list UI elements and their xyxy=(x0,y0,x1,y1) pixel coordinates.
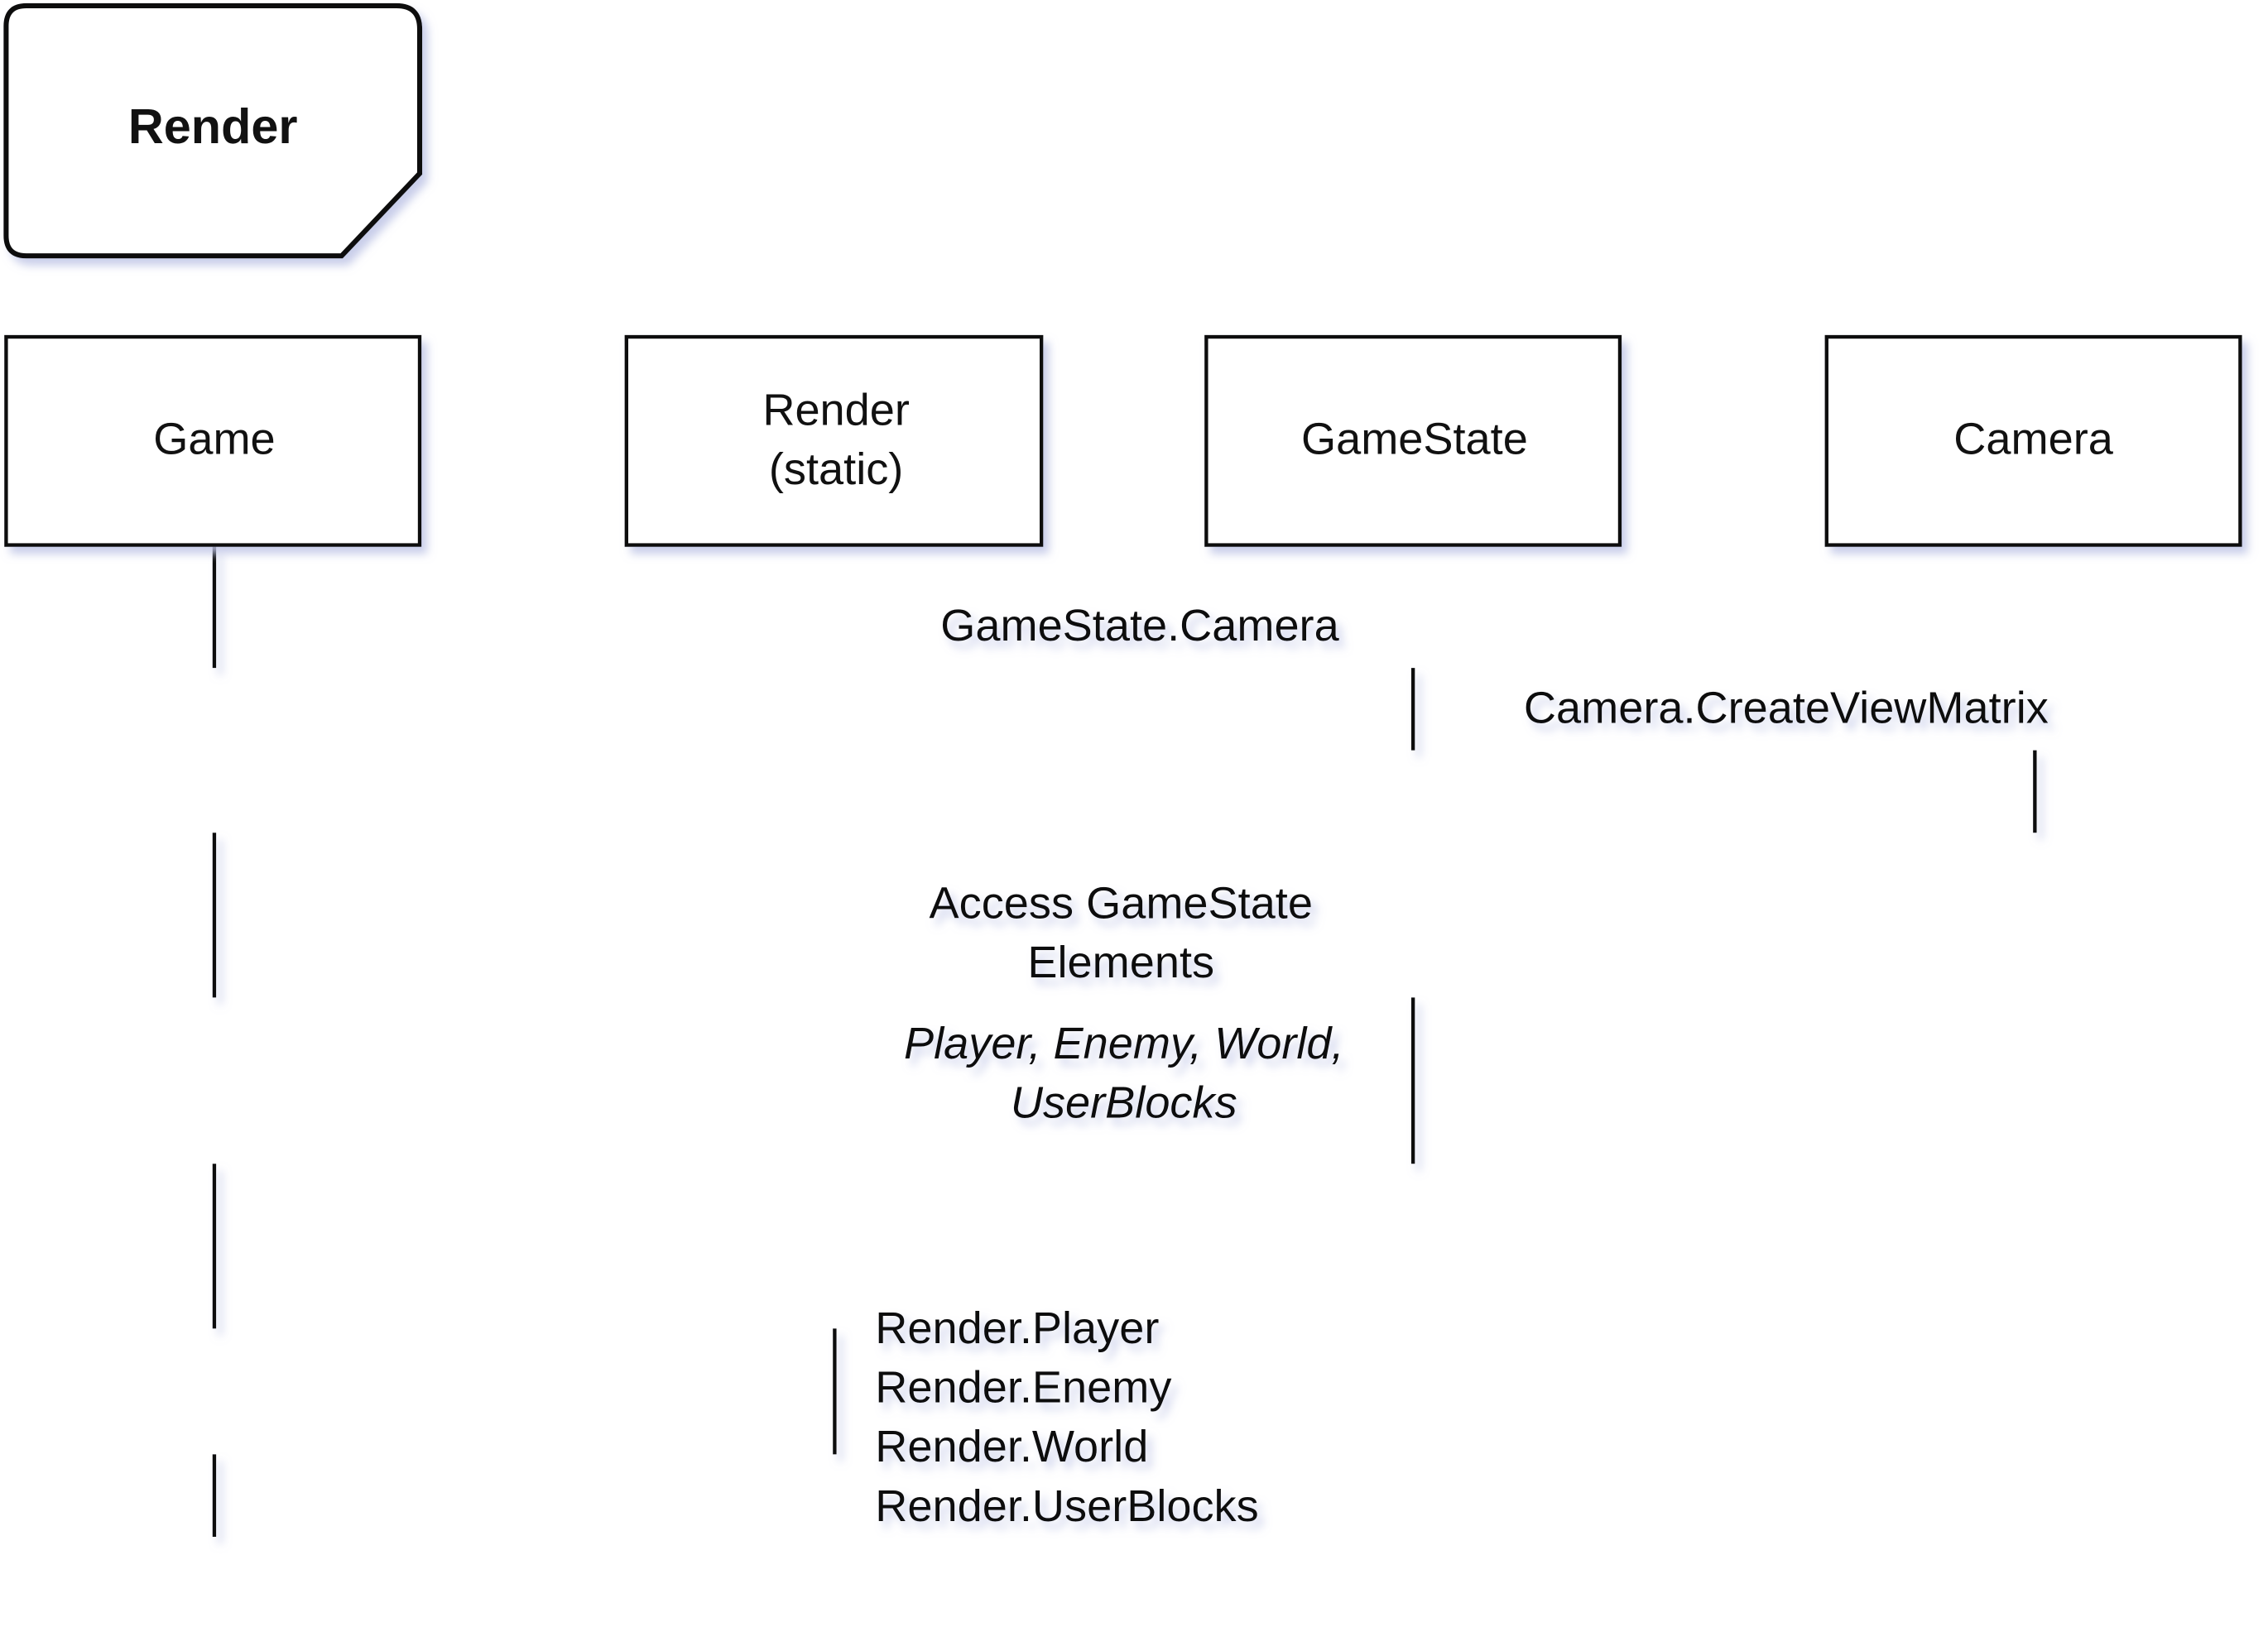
message-create-view-matrix: Camera.CreateViewMatrix xyxy=(1413,683,2049,760)
message-elements-return: Player, Enemy, World, UserBlocks xyxy=(215,1019,1414,1173)
message-label-line4: Render.UserBlocks xyxy=(875,1481,1258,1531)
message-access-elements: Access GameState Elements xyxy=(214,878,1412,1006)
participants: Game Render (static) GameState Camera xyxy=(4,334,2242,547)
participant-render-label-line1: Render xyxy=(762,386,910,435)
participant-camera-box xyxy=(1824,334,2242,547)
participant-game-label: Game xyxy=(153,415,275,464)
message-render-calls: Render.Player Render.Enemy Render.World … xyxy=(214,1303,1259,1531)
message-label: Camera.CreateViewMatrix xyxy=(1524,683,2049,732)
participant-gamestate: GameState xyxy=(1204,334,1622,547)
frame: Render xyxy=(3,2,423,259)
participant-render: Render (static) xyxy=(624,334,1044,547)
participant-camera-label: Camera xyxy=(1953,415,2113,464)
message-label-line3: Render.World xyxy=(875,1422,1148,1471)
message-label-line1: Access GameState xyxy=(930,878,1313,928)
message-label-line1: Render.Player xyxy=(875,1303,1159,1353)
participant-gamestate-label: GameState xyxy=(1301,415,1528,464)
participant-game-box xyxy=(4,334,422,547)
frame-title: Render xyxy=(128,98,298,154)
message-label-line2: UserBlocks xyxy=(1011,1077,1237,1127)
activations xyxy=(212,546,2037,1537)
message-label: GameState.Camera xyxy=(940,601,1339,650)
participant-gamestate-box xyxy=(1204,334,1622,547)
participant-render-label-line2: (static) xyxy=(769,444,903,494)
messages: GameState.Camera Camera.CreateViewMatrix… xyxy=(214,601,2049,1531)
participant-game: Game xyxy=(4,334,422,547)
message-gamestate-camera: GameState.Camera xyxy=(214,601,1412,677)
participant-camera: Camera xyxy=(1824,334,2242,547)
participant-render-box xyxy=(624,334,1044,547)
message-label-line2: Render.Enemy xyxy=(875,1363,1171,1413)
frame-box xyxy=(3,2,423,259)
message-label-line1: Player, Enemy, World, xyxy=(904,1019,1344,1068)
message-label-line2: Elements xyxy=(1027,938,1214,987)
